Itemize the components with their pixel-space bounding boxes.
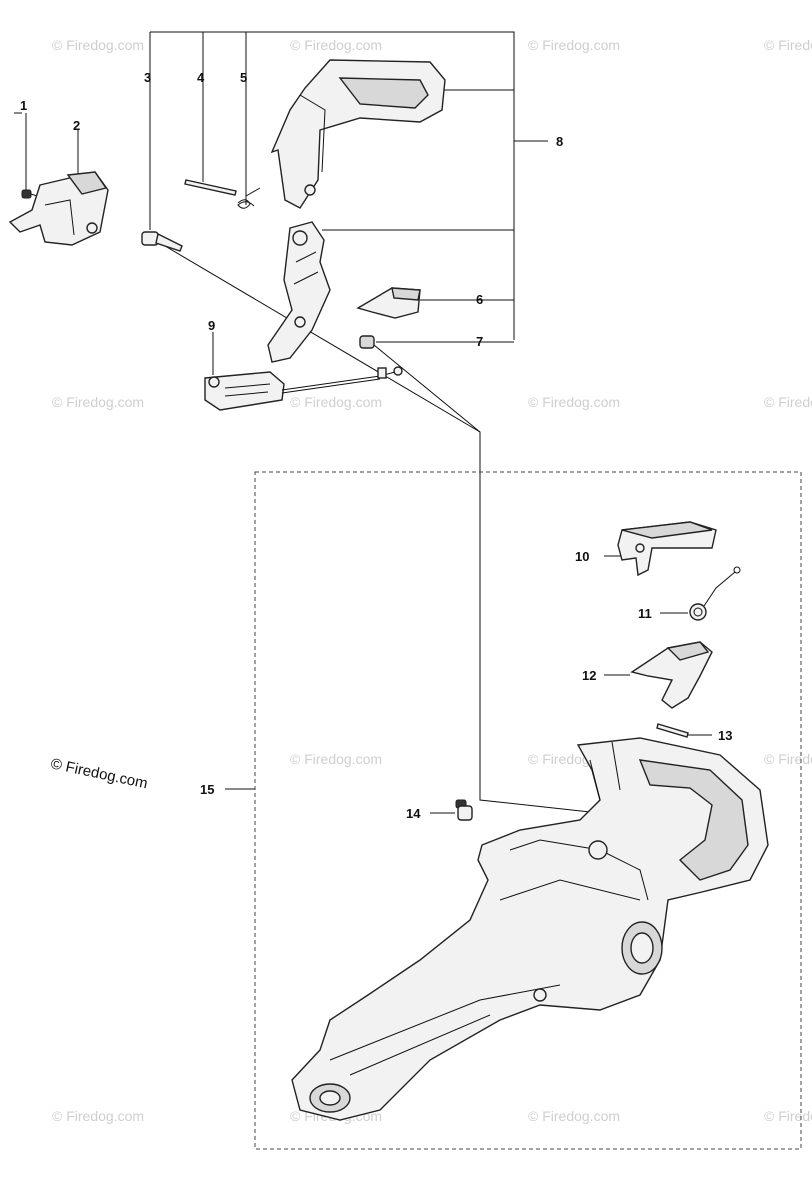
watermark: © Firedog.com <box>528 1108 620 1124</box>
part-8-handle <box>270 59 446 209</box>
watermark: © Firedog.com <box>52 37 144 53</box>
callout-1[interactable]: 1 <box>20 98 27 113</box>
watermark: © Firedog.com <box>52 394 144 410</box>
watermarks: © Firedog.com © Firedog.com © Firedog.co… <box>52 37 812 1124</box>
callout-2[interactable]: 2 <box>73 118 80 133</box>
callout-14[interactable]: 14 <box>406 806 421 821</box>
part-12-throttle <box>630 641 713 709</box>
watermark: © Firedog.com <box>764 1108 812 1124</box>
callout-9[interactable]: 9 <box>208 318 215 333</box>
assembly-box-15 <box>254 471 802 1150</box>
credit-text: © Firedog.com <box>49 755 149 792</box>
part-15-housing <box>291 737 769 1121</box>
part-9-switch <box>204 366 403 411</box>
watermark: © Firedog.com <box>528 37 620 53</box>
leader-lines <box>14 31 712 814</box>
part-11-spring <box>689 566 741 621</box>
part-3-bolt <box>141 231 183 252</box>
watermark: © Firedog.com <box>290 751 382 767</box>
callout-8[interactable]: 8 <box>556 134 563 149</box>
part-8-lever <box>267 221 331 363</box>
part-1-screw <box>21 189 41 199</box>
callout-5[interactable]: 5 <box>240 70 247 85</box>
watermark: © Firedog.com <box>764 751 812 767</box>
callout-12[interactable]: 12 <box>582 668 596 683</box>
callout-labels: 1 2 3 4 5 6 7 8 9 10 11 12 13 14 15 <box>20 70 732 821</box>
callout-4[interactable]: 4 <box>197 70 205 85</box>
callout-6[interactable]: 6 <box>476 292 483 307</box>
callout-13[interactable]: 13 <box>718 728 732 743</box>
callout-3[interactable]: 3 <box>144 70 151 85</box>
part-4-pin <box>184 179 237 196</box>
part-6-lockout <box>356 287 421 319</box>
part-2-cover <box>8 171 109 246</box>
watermark: © Firedog.com <box>528 394 620 410</box>
callout-11[interactable]: 11 <box>638 606 652 621</box>
callout-10[interactable]: 10 <box>575 549 589 564</box>
part-14-screw <box>455 799 473 821</box>
watermark: © Firedog.com <box>764 37 812 53</box>
part-13-pin <box>656 723 689 738</box>
watermark: © Firedog.com <box>290 37 382 53</box>
watermark: © Firedog.com <box>764 394 812 410</box>
watermark: © Firedog.com <box>290 394 382 410</box>
watermark: © Firedog.com <box>52 1108 144 1124</box>
part-5-spring <box>237 187 261 209</box>
part-10-throttle-lever <box>617 521 717 577</box>
part-7-nut <box>359 335 375 349</box>
callout-7[interactable]: 7 <box>476 334 483 349</box>
callout-15[interactable]: 15 <box>200 782 214 797</box>
